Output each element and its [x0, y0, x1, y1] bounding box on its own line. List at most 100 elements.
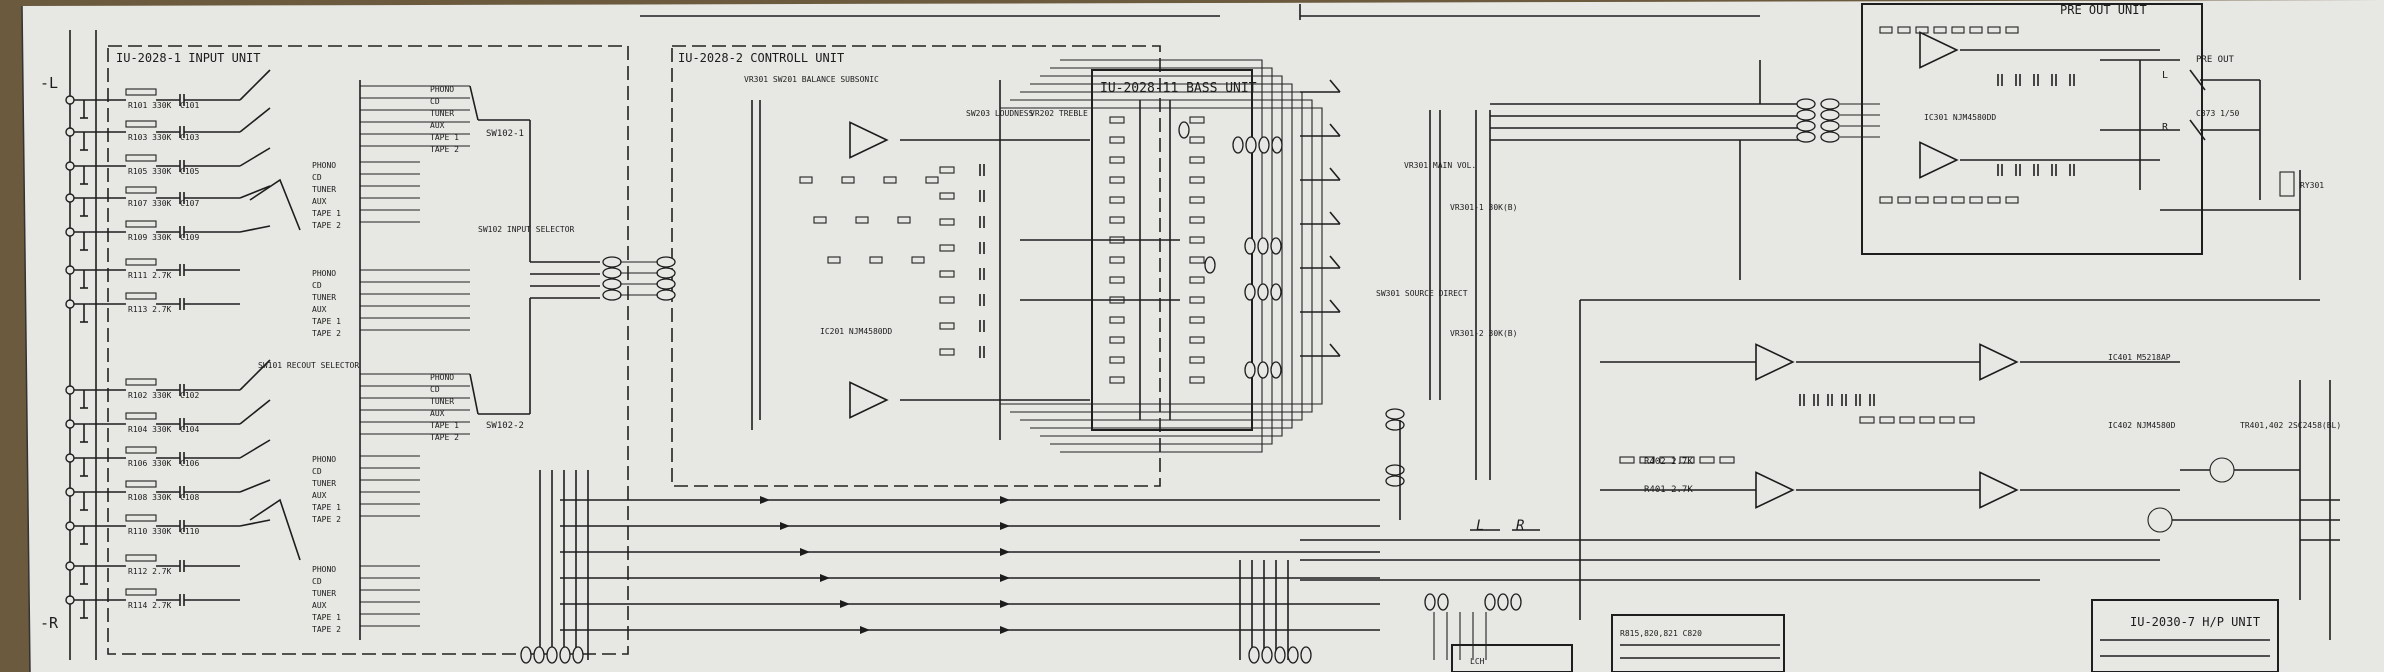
- wire: [2189, 69, 2206, 91]
- resistor: [1189, 216, 1205, 224]
- connector-pin: [1178, 121, 1190, 139]
- connector-pin: [1257, 237, 1269, 255]
- resistor: [1109, 336, 1125, 344]
- connector-pin: [572, 646, 584, 664]
- sw102-1-label: SW102-1: [486, 129, 524, 139]
- svg-text:TUNER: TUNER: [312, 293, 336, 302]
- connector-pin: [1270, 283, 1282, 301]
- svg-text:R106 330K: R106 330K: [128, 459, 172, 468]
- channel-r-marker: R: [1516, 518, 1524, 534]
- resistor: [125, 446, 157, 454]
- input-jack: [65, 299, 75, 309]
- svg-text:R114 2.7K: R114 2.7K: [128, 601, 172, 610]
- resistor: [1109, 196, 1125, 204]
- signal-arrow: [760, 496, 770, 504]
- wire: [239, 225, 271, 233]
- signal-arrow: [1000, 548, 1010, 556]
- op-amp: [849, 121, 889, 159]
- signal-arrow: [820, 574, 830, 582]
- r402-label: R402 2.7K: [1644, 457, 1693, 467]
- connector-pin: [1385, 475, 1405, 487]
- connector-pin: [1796, 98, 1816, 110]
- input-row: R114 2.7K: [128, 601, 172, 610]
- svg-text:CD: CD: [312, 173, 322, 182]
- resistor: [1699, 456, 1715, 464]
- svg-text:R112 2.7K: R112 2.7K: [128, 567, 172, 576]
- svg-text:TAPE 2: TAPE 2: [312, 515, 341, 524]
- resistor: [1189, 196, 1205, 204]
- svg-text:CD: CD: [312, 467, 322, 476]
- connector-pin: [1244, 237, 1256, 255]
- resistor: [1109, 316, 1125, 324]
- connector-pin: [1245, 136, 1257, 154]
- svg-text:C103: C103: [180, 133, 199, 142]
- resistor: [1189, 236, 1205, 244]
- connector-pin: [656, 278, 676, 290]
- input-jack: [65, 161, 75, 171]
- resistor: [1189, 116, 1205, 124]
- resistor: [1939, 416, 1955, 424]
- resistor: [939, 322, 955, 330]
- wire: [239, 185, 271, 199]
- preout-unit-box: [1861, 3, 2203, 255]
- resistor: [1189, 296, 1205, 304]
- connector-pin: [1796, 120, 1816, 132]
- svg-text:R108 330K: R108 330K: [128, 493, 172, 502]
- svg-text:CD: CD: [430, 97, 440, 106]
- svg-text:TUNER: TUNER: [312, 479, 336, 488]
- connector-pin: [1274, 646, 1286, 664]
- wire: [1040, 75, 1283, 437]
- pre-out-l-label: L: [2162, 70, 2168, 81]
- svg-text:R104 330K: R104 330K: [128, 425, 172, 434]
- connector-pin: [1248, 646, 1260, 664]
- wire: [1329, 255, 1341, 269]
- rail-label-l: -L: [40, 74, 58, 92]
- svg-text:AUX: AUX: [312, 197, 327, 206]
- wire: [1000, 107, 1323, 405]
- svg-text:TAPE 1: TAPE 1: [430, 133, 459, 142]
- signal-arrow: [840, 600, 850, 608]
- resistor: [1109, 176, 1125, 184]
- pre-out-r-label: R: [2162, 122, 2169, 133]
- input-jack: [65, 487, 75, 497]
- resistor: [1189, 316, 1205, 324]
- svg-text:CD: CD: [430, 385, 440, 394]
- resistor: [125, 514, 157, 522]
- wire: [469, 373, 479, 415]
- connector-pin: [1204, 256, 1216, 274]
- resistor: [869, 256, 883, 264]
- svg-text:C105: C105: [180, 167, 199, 176]
- resistor: [1879, 416, 1895, 424]
- signal-arrow: [1000, 626, 1010, 634]
- svg-text:TAPE 2: TAPE 2: [312, 329, 341, 338]
- input-row: R112 2.7K: [128, 567, 172, 576]
- svg-text:TUNER: TUNER: [312, 185, 336, 194]
- svg-text:C109: C109: [180, 233, 199, 242]
- svg-text:C110: C110: [180, 527, 199, 536]
- svg-text:TUNER: TUNER: [430, 397, 454, 406]
- pre-out-label: PRE OUT: [2196, 55, 2235, 65]
- resistor: [1897, 26, 1911, 34]
- op-amp: [849, 381, 889, 419]
- signal-arrow: [1000, 496, 1010, 504]
- wire: [249, 178, 301, 231]
- control-unit-box: [671, 45, 1161, 487]
- svg-text:R101 330K: R101 330K: [128, 101, 172, 110]
- connector-pin: [656, 267, 676, 279]
- svg-text:C108: C108: [180, 493, 199, 502]
- svg-text:PHONO: PHONO: [430, 373, 454, 382]
- wire: [1030, 83, 1293, 429]
- connector-pin: [602, 278, 622, 290]
- svg-text:TUNER: TUNER: [430, 109, 454, 118]
- connector-pin: [1484, 593, 1496, 611]
- wire: [1329, 167, 1341, 181]
- resistor: [1933, 196, 1947, 204]
- resistor: [1109, 116, 1125, 124]
- signal-arrow: [780, 522, 790, 530]
- connector-pin: [520, 646, 532, 664]
